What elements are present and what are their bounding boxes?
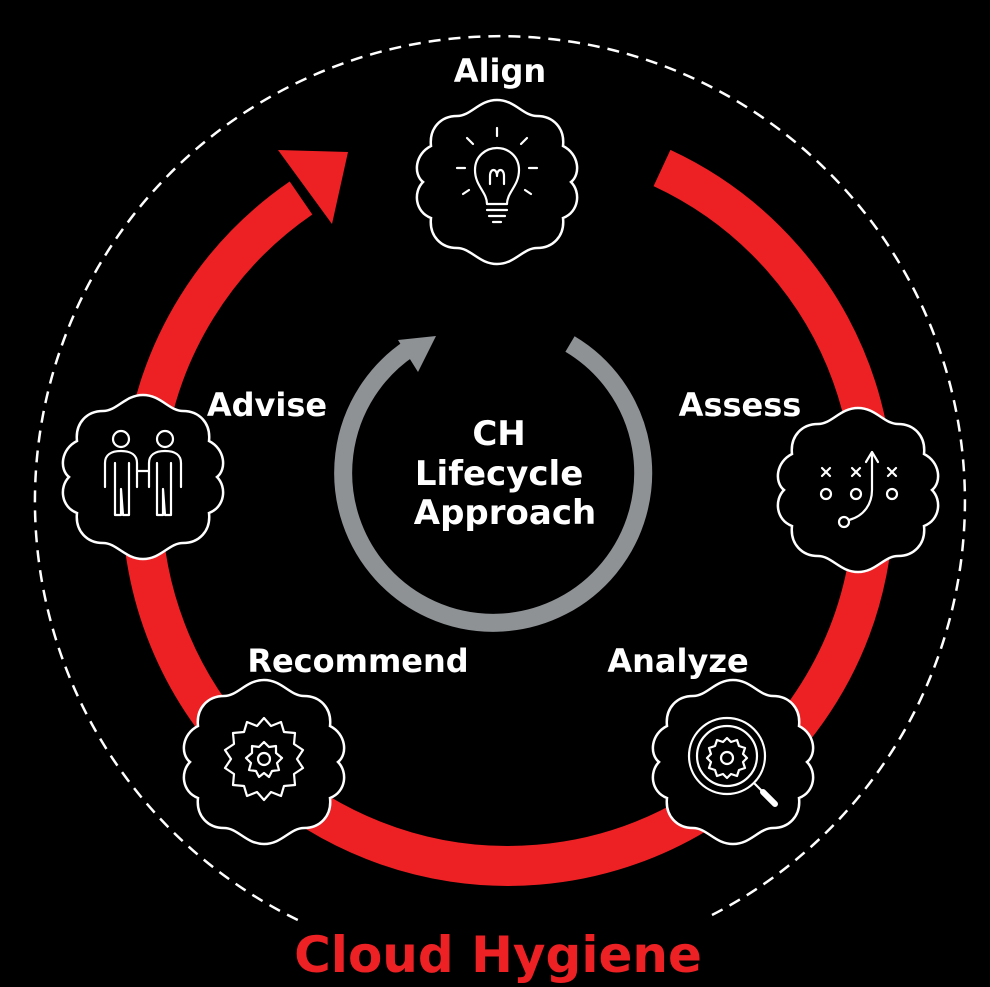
advise-node — [61, 393, 225, 561]
analyze-node — [651, 678, 815, 846]
center-title-line-1: CH — [472, 414, 525, 454]
people-icon — [103, 429, 183, 517]
strategy-play-icon — [819, 450, 899, 529]
assess-node — [776, 406, 940, 574]
lightbulb-icon — [455, 126, 539, 224]
footer-title: Cloud Hygiene — [294, 926, 702, 984]
stage-label-assess: Assess — [679, 386, 802, 424]
recommend-node — [182, 678, 346, 846]
magnifier-gear-icon — [687, 716, 778, 807]
outer-dashed-boundary — [33, 34, 967, 923]
inner-cycle-arrowhead — [398, 336, 436, 372]
align-node — [415, 98, 579, 266]
center-title-line-2: Lifecycle — [415, 454, 583, 494]
center-title-line-3: Approach — [414, 493, 596, 533]
stage-label-advise: Advise — [207, 386, 327, 424]
lifecycle-ring-arrowhead — [278, 150, 348, 224]
stage-label-analyze: Analyze — [607, 642, 748, 680]
stage-label-align: Align — [454, 52, 546, 90]
inner-cycle-ring — [334, 336, 653, 632]
stage-label-recommend: Recommend — [247, 642, 468, 680]
gears-icon — [223, 716, 305, 802]
svg-text:CH Lifecycle Approach: CH Lifecycle Approach — [414, 414, 596, 533]
